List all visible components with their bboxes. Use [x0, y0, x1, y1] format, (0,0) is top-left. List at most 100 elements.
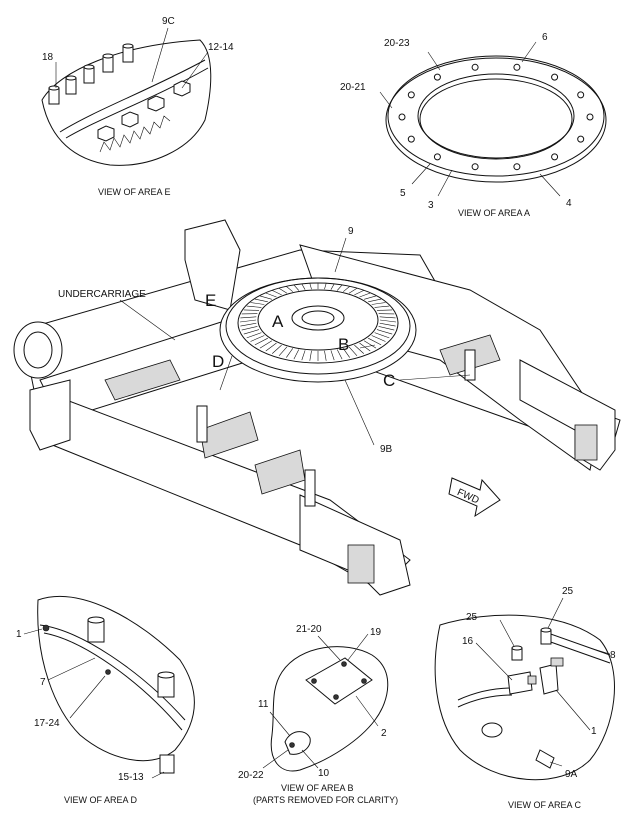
caption-view-area-d: VIEW OF AREA D — [64, 795, 138, 805]
view-area-e: 18 9C 12-14 VIEW OF AREA E — [41, 16, 234, 197]
caption-view-area-e: VIEW OF AREA E — [98, 187, 171, 197]
gear-tooth — [324, 350, 327, 361]
gear-tooth — [250, 335, 265, 342]
bolt-hole — [551, 73, 559, 81]
gear-tooth — [342, 348, 350, 358]
callout-15-13: 15-13 — [118, 772, 144, 783]
bolt-hole — [577, 91, 585, 99]
gear-tooth — [336, 284, 343, 291]
caption-parts-removed: (PARTS REMOVED FOR CLARITY) — [253, 795, 398, 805]
callout-3: 3 — [428, 200, 434, 211]
gear-tooth — [240, 316, 257, 319]
gear-tooth — [364, 295, 377, 300]
callout-20-21: 20-21 — [340, 82, 366, 93]
gear-tooth — [278, 346, 288, 356]
callout-10: 10 — [318, 768, 330, 779]
forward-arrow-icon: FWD — [448, 477, 501, 518]
gear-tooth — [330, 283, 335, 290]
gear-tooth — [348, 287, 358, 294]
callout-16: 16 — [462, 636, 474, 647]
gear-tooth — [259, 340, 273, 349]
gear-tooth — [246, 305, 262, 308]
callout-19: 19 — [370, 627, 382, 638]
bolt-hole — [407, 91, 415, 99]
gear-tooth — [309, 283, 312, 290]
gear-tooth — [243, 309, 260, 311]
callout-9b: 9B — [380, 444, 393, 455]
area-marker-a: A — [272, 312, 284, 331]
gear-tooth — [250, 302, 265, 305]
gear-tooth — [254, 337, 268, 346]
callout-20-22: 20-22 — [238, 770, 264, 781]
caption-view-area-b: VIEW OF AREA B — [281, 783, 354, 793]
callout-9: 9 — [348, 226, 354, 237]
view-area-d: 1 7 17-24 15-13 VIEW OF AREA D — [16, 596, 195, 805]
view-area-b: 21-20 19 2 11 20-22 10 VIEW OF AREA B (P… — [238, 624, 398, 805]
gear-tooth — [359, 292, 371, 298]
bolt-hole — [398, 113, 406, 121]
view-area-a: 20-23 6 20-21 5 3 4 VIEW OF AREA A — [340, 32, 607, 218]
callout-9c: 9C — [162, 16, 175, 27]
gear-tooth — [343, 286, 350, 292]
area-marker-d: D — [212, 352, 224, 371]
area-marker-b: B — [338, 335, 349, 354]
gear-tooth — [254, 298, 268, 303]
gear-tooth — [374, 332, 390, 339]
bolt-hole — [471, 163, 479, 171]
gear-tooth — [354, 290, 364, 296]
gear-tooth — [241, 326, 258, 331]
gear-tooth — [286, 286, 293, 292]
undercarriage-assembly: 9 UNDERCARRIAGE 9B E A B D C FWD — [13, 219, 621, 596]
gear-tooth — [243, 329, 260, 335]
gear-tooth — [371, 302, 386, 305]
gear-tooth — [239, 319, 257, 323]
gear-tooth — [379, 322, 396, 327]
callout-6: 6 — [542, 32, 548, 43]
stud-group — [48, 43, 134, 105]
area-marker-e: E — [205, 291, 216, 310]
gear-tooth — [293, 349, 300, 360]
gear-tooth — [301, 350, 306, 361]
gear-tooth — [330, 350, 335, 361]
bolt-hole — [577, 135, 585, 143]
bolt-group — [97, 80, 191, 142]
bolt-hole — [513, 163, 521, 171]
callout-21-20: 21-20 — [296, 624, 322, 635]
bolt-hole — [433, 153, 441, 161]
bolt-hole — [513, 63, 521, 71]
callout-12-14: 12-14 — [208, 42, 234, 53]
bolt-hole — [551, 153, 559, 161]
callout-undercarriage: UNDERCARRIAGE — [58, 289, 146, 300]
gear-tooth — [376, 309, 393, 311]
callout-4: 4 — [566, 198, 572, 209]
bolt-hole — [433, 73, 441, 81]
callout-9a: 9A — [565, 769, 578, 780]
callout-25-right: 25 — [562, 586, 574, 597]
gear-tooth — [265, 342, 277, 352]
gear-tooth — [376, 329, 393, 335]
gear-tooth — [379, 319, 397, 323]
callout-d-1: 1 — [16, 629, 22, 640]
gear-tooth — [379, 316, 396, 319]
gear-tooth — [354, 344, 365, 354]
gear-tooth — [301, 283, 306, 290]
bolt-hole — [471, 63, 479, 71]
gear-tooth — [246, 332, 262, 339]
gear-tooth — [371, 335, 386, 342]
gear-tooth — [278, 287, 288, 294]
callout-2: 2 — [381, 728, 387, 739]
callout-c-1: 1 — [591, 726, 597, 737]
callout-8: 8 — [610, 650, 616, 661]
gear-tooth — [293, 284, 300, 291]
caption-view-area-a: VIEW OF AREA A — [458, 208, 530, 218]
gear-tooth — [272, 290, 282, 296]
view-area-c: 25 25 16 8 1 9A VIEW OF AREA C — [434, 586, 616, 810]
gear-tooth — [259, 295, 272, 300]
gear-tooth — [378, 326, 395, 331]
caption-view-area-c: VIEW OF AREA C — [508, 800, 582, 810]
gear-tooth — [309, 350, 312, 361]
callout-17-24: 17-24 — [34, 718, 60, 729]
gear-tooth — [368, 337, 382, 346]
gear-tooth — [374, 305, 390, 308]
